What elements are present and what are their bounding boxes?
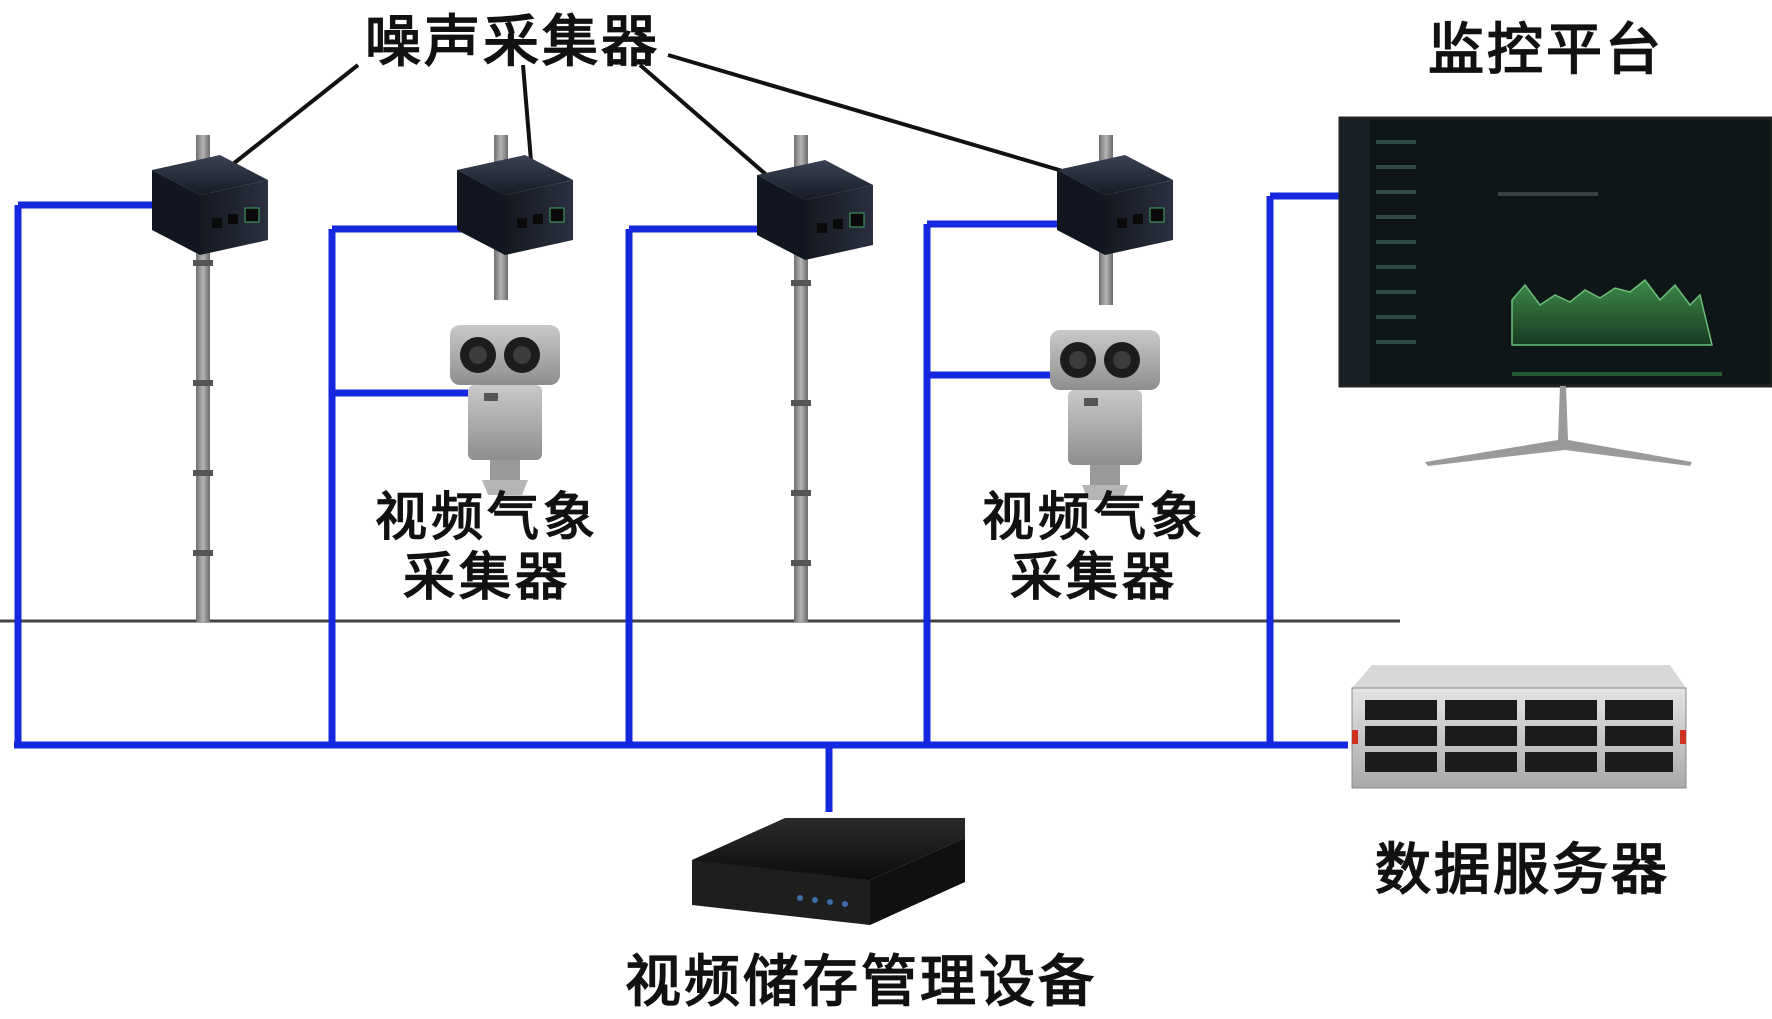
label-line: 视频气象 [375, 487, 600, 548]
noise-collector-label: 噪声采集器 [365, 9, 660, 75]
label-line: 采集器 [1010, 546, 1179, 608]
data-server-label: 数据服务器 [1375, 837, 1670, 903]
label-line: 采集器 [403, 546, 572, 608]
weather-camera [450, 325, 560, 495]
monitor-chart [1511, 278, 1713, 346]
pole-1 [193, 135, 213, 622]
noise-collector-box [152, 155, 268, 255]
monitor [1338, 116, 1772, 466]
noise-collector-box [1057, 155, 1173, 255]
label-line: 视频气象 [982, 487, 1207, 548]
monitor-platform-label: 监控平台 [1428, 17, 1664, 83]
video-storage-label: 视频储存管理设备 [625, 949, 1097, 1015]
noise-collector-box [757, 160, 873, 260]
weather-camera [1050, 330, 1160, 500]
rack-server [1351, 665, 1687, 789]
noise-collector-box [457, 155, 573, 255]
nvr-recorder [692, 818, 965, 925]
video-weather-collector-label: 视频气象 采集器 [375, 488, 599, 608]
video-weather-collector-label: 视频气象 采集器 [982, 488, 1206, 608]
network-lines [14, 192, 1348, 812]
